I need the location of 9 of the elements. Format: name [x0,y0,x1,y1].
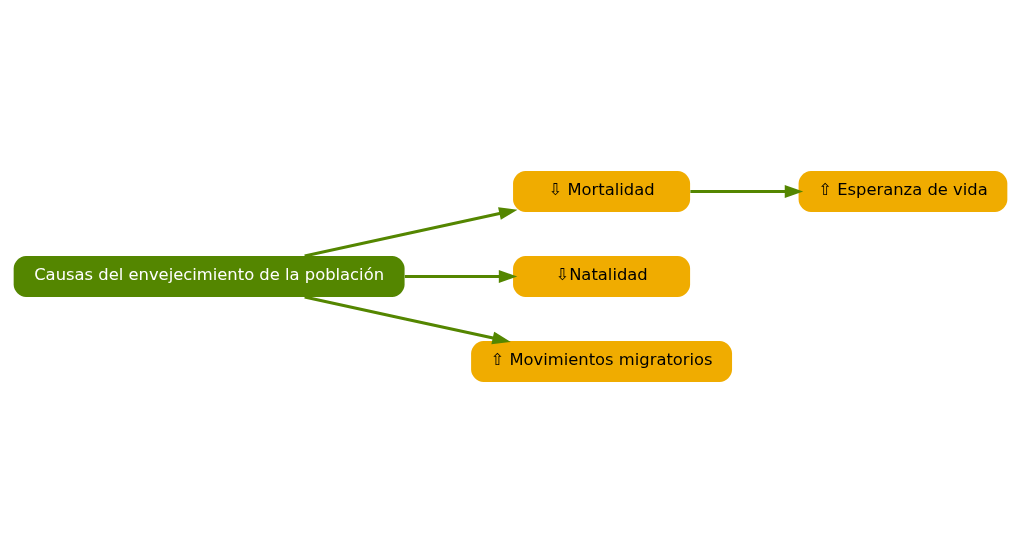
arrow [404,269,518,283]
node-box: ⇧ Movimientos migratorios [471,340,733,382]
arrow [304,206,518,257]
arrow [690,184,804,198]
node-box: ⇧ Esperanza de vida [798,170,1008,212]
node-box: ⇩ Mortalidad [513,170,691,212]
node-box: ⇩Natalidad [513,255,691,297]
arrow [304,295,511,344]
node-box: Causas del envejecimiento de la población [13,255,405,297]
